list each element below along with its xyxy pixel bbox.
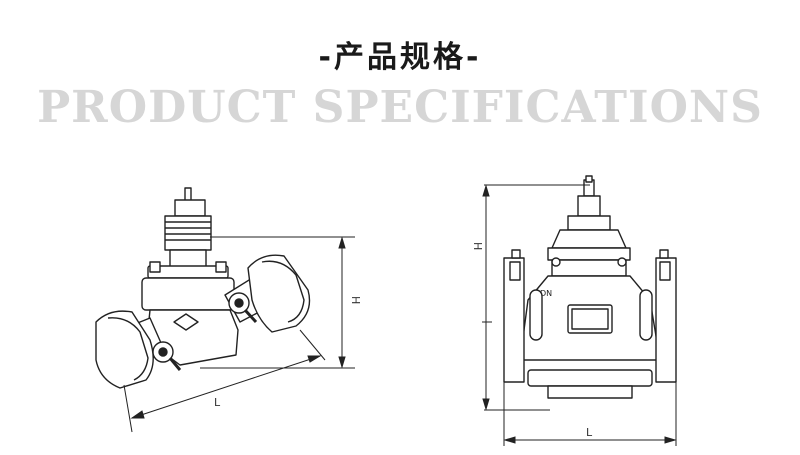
left-dim-l-label: L bbox=[214, 396, 221, 409]
left-rib bbox=[529, 289, 543, 341]
body-mark: DN bbox=[540, 289, 552, 298]
right-dim-l-label: L bbox=[586, 426, 593, 439]
actuator-housing bbox=[551, 229, 627, 249]
left-dimensions bbox=[123, 236, 355, 433]
right-valve-drawing: DN bbox=[503, 175, 677, 399]
right-rib bbox=[639, 289, 653, 341]
bonnet-plate bbox=[547, 247, 631, 261]
diamond-mark bbox=[173, 313, 199, 331]
threaded-neck bbox=[164, 215, 212, 251]
bonnet-ring bbox=[551, 259, 627, 277]
page-subtitle: PRODUCT SPECIFICATIONS bbox=[37, 82, 763, 133]
left-valve-drawing bbox=[95, 187, 311, 389]
right-union-nut bbox=[247, 254, 311, 333]
stem bbox=[577, 195, 601, 217]
right-dim-h-label: H bbox=[471, 242, 484, 250]
bottom-base bbox=[527, 369, 653, 387]
right-dimensions bbox=[482, 184, 677, 446]
page-title: -产品规格- bbox=[318, 40, 482, 75]
valve-body-top bbox=[141, 277, 235, 311]
stem-collar bbox=[174, 199, 206, 217]
stem-collar bbox=[567, 215, 611, 231]
bottom-plate bbox=[547, 385, 633, 399]
left-dim-h-label: H bbox=[349, 296, 362, 304]
